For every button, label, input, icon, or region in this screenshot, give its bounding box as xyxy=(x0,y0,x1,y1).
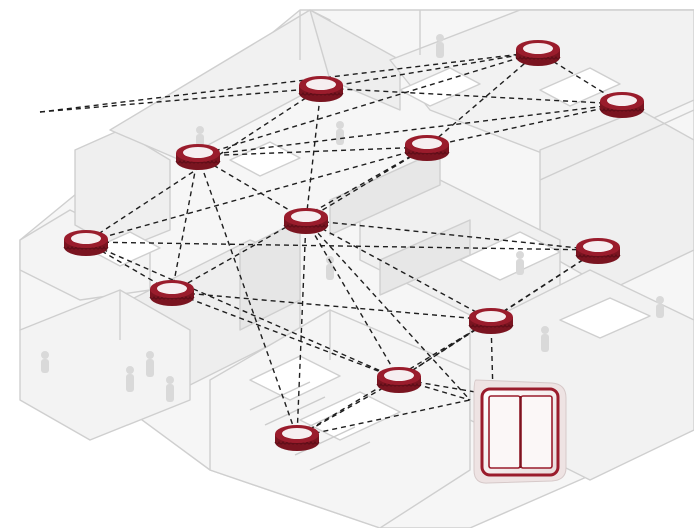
mesh-link-n3-n5 xyxy=(197,146,428,157)
mesh-nodes xyxy=(63,40,645,451)
mesh-node-n10-icon xyxy=(468,308,514,334)
mesh-link-n4-n6 xyxy=(305,87,322,221)
mesh-link-n3-n6 xyxy=(305,146,428,221)
mesh-link-n4-n7 xyxy=(85,87,322,243)
mesh-link-n1-n3 xyxy=(426,51,539,148)
mesh-link-n2-n5 xyxy=(197,103,623,157)
mesh-node-n8-icon xyxy=(149,280,195,306)
mesh-link-n5-n6 xyxy=(197,155,307,221)
mesh-node-n4-icon xyxy=(298,76,344,102)
mesh-link-n6-n13 xyxy=(305,219,471,401)
mesh-link-n6-n12 xyxy=(296,219,307,438)
building-background xyxy=(19,9,694,528)
double-rocker-switch-icon xyxy=(473,379,567,484)
mesh-link-corner-n4 xyxy=(39,87,322,113)
mesh-link-n6-n11 xyxy=(305,219,400,380)
mesh-link-n7-n11 xyxy=(85,241,400,380)
mesh-link-n6-n9 xyxy=(305,219,599,251)
mesh-node-n1-icon xyxy=(515,40,561,66)
mesh-link-n9-n10 xyxy=(490,249,599,321)
mesh-node-n6-icon xyxy=(283,208,329,234)
mesh-node-n3-icon xyxy=(404,135,450,161)
mesh-link-n12-n13 xyxy=(296,399,471,438)
mesh-link-n8-n11 xyxy=(171,291,400,380)
mesh-link-n2-n3 xyxy=(426,103,623,148)
right-rocker xyxy=(520,395,553,469)
mesh-link-corner-n1 xyxy=(39,51,539,113)
mesh-link-n5-n12 xyxy=(197,155,298,438)
mesh-link-n11-switch xyxy=(398,378,494,396)
mesh-link-n10-n12 xyxy=(296,319,492,438)
mesh-node-n9-icon xyxy=(575,238,621,264)
mesh-link-n1-n4 xyxy=(320,51,539,89)
mesh-link-n3-n7 xyxy=(85,146,428,243)
mesh-node-n11-icon xyxy=(376,367,422,393)
mesh-node-n7-icon xyxy=(63,230,109,256)
mesh-node-n5-icon xyxy=(175,144,221,170)
mesh-node-n12-icon xyxy=(274,425,320,451)
mesh-link-n7-n9 xyxy=(85,241,599,251)
mesh-link-n6-n10 xyxy=(305,219,492,321)
left-rocker xyxy=(488,395,521,469)
mesh-node-n2-icon xyxy=(599,92,645,118)
